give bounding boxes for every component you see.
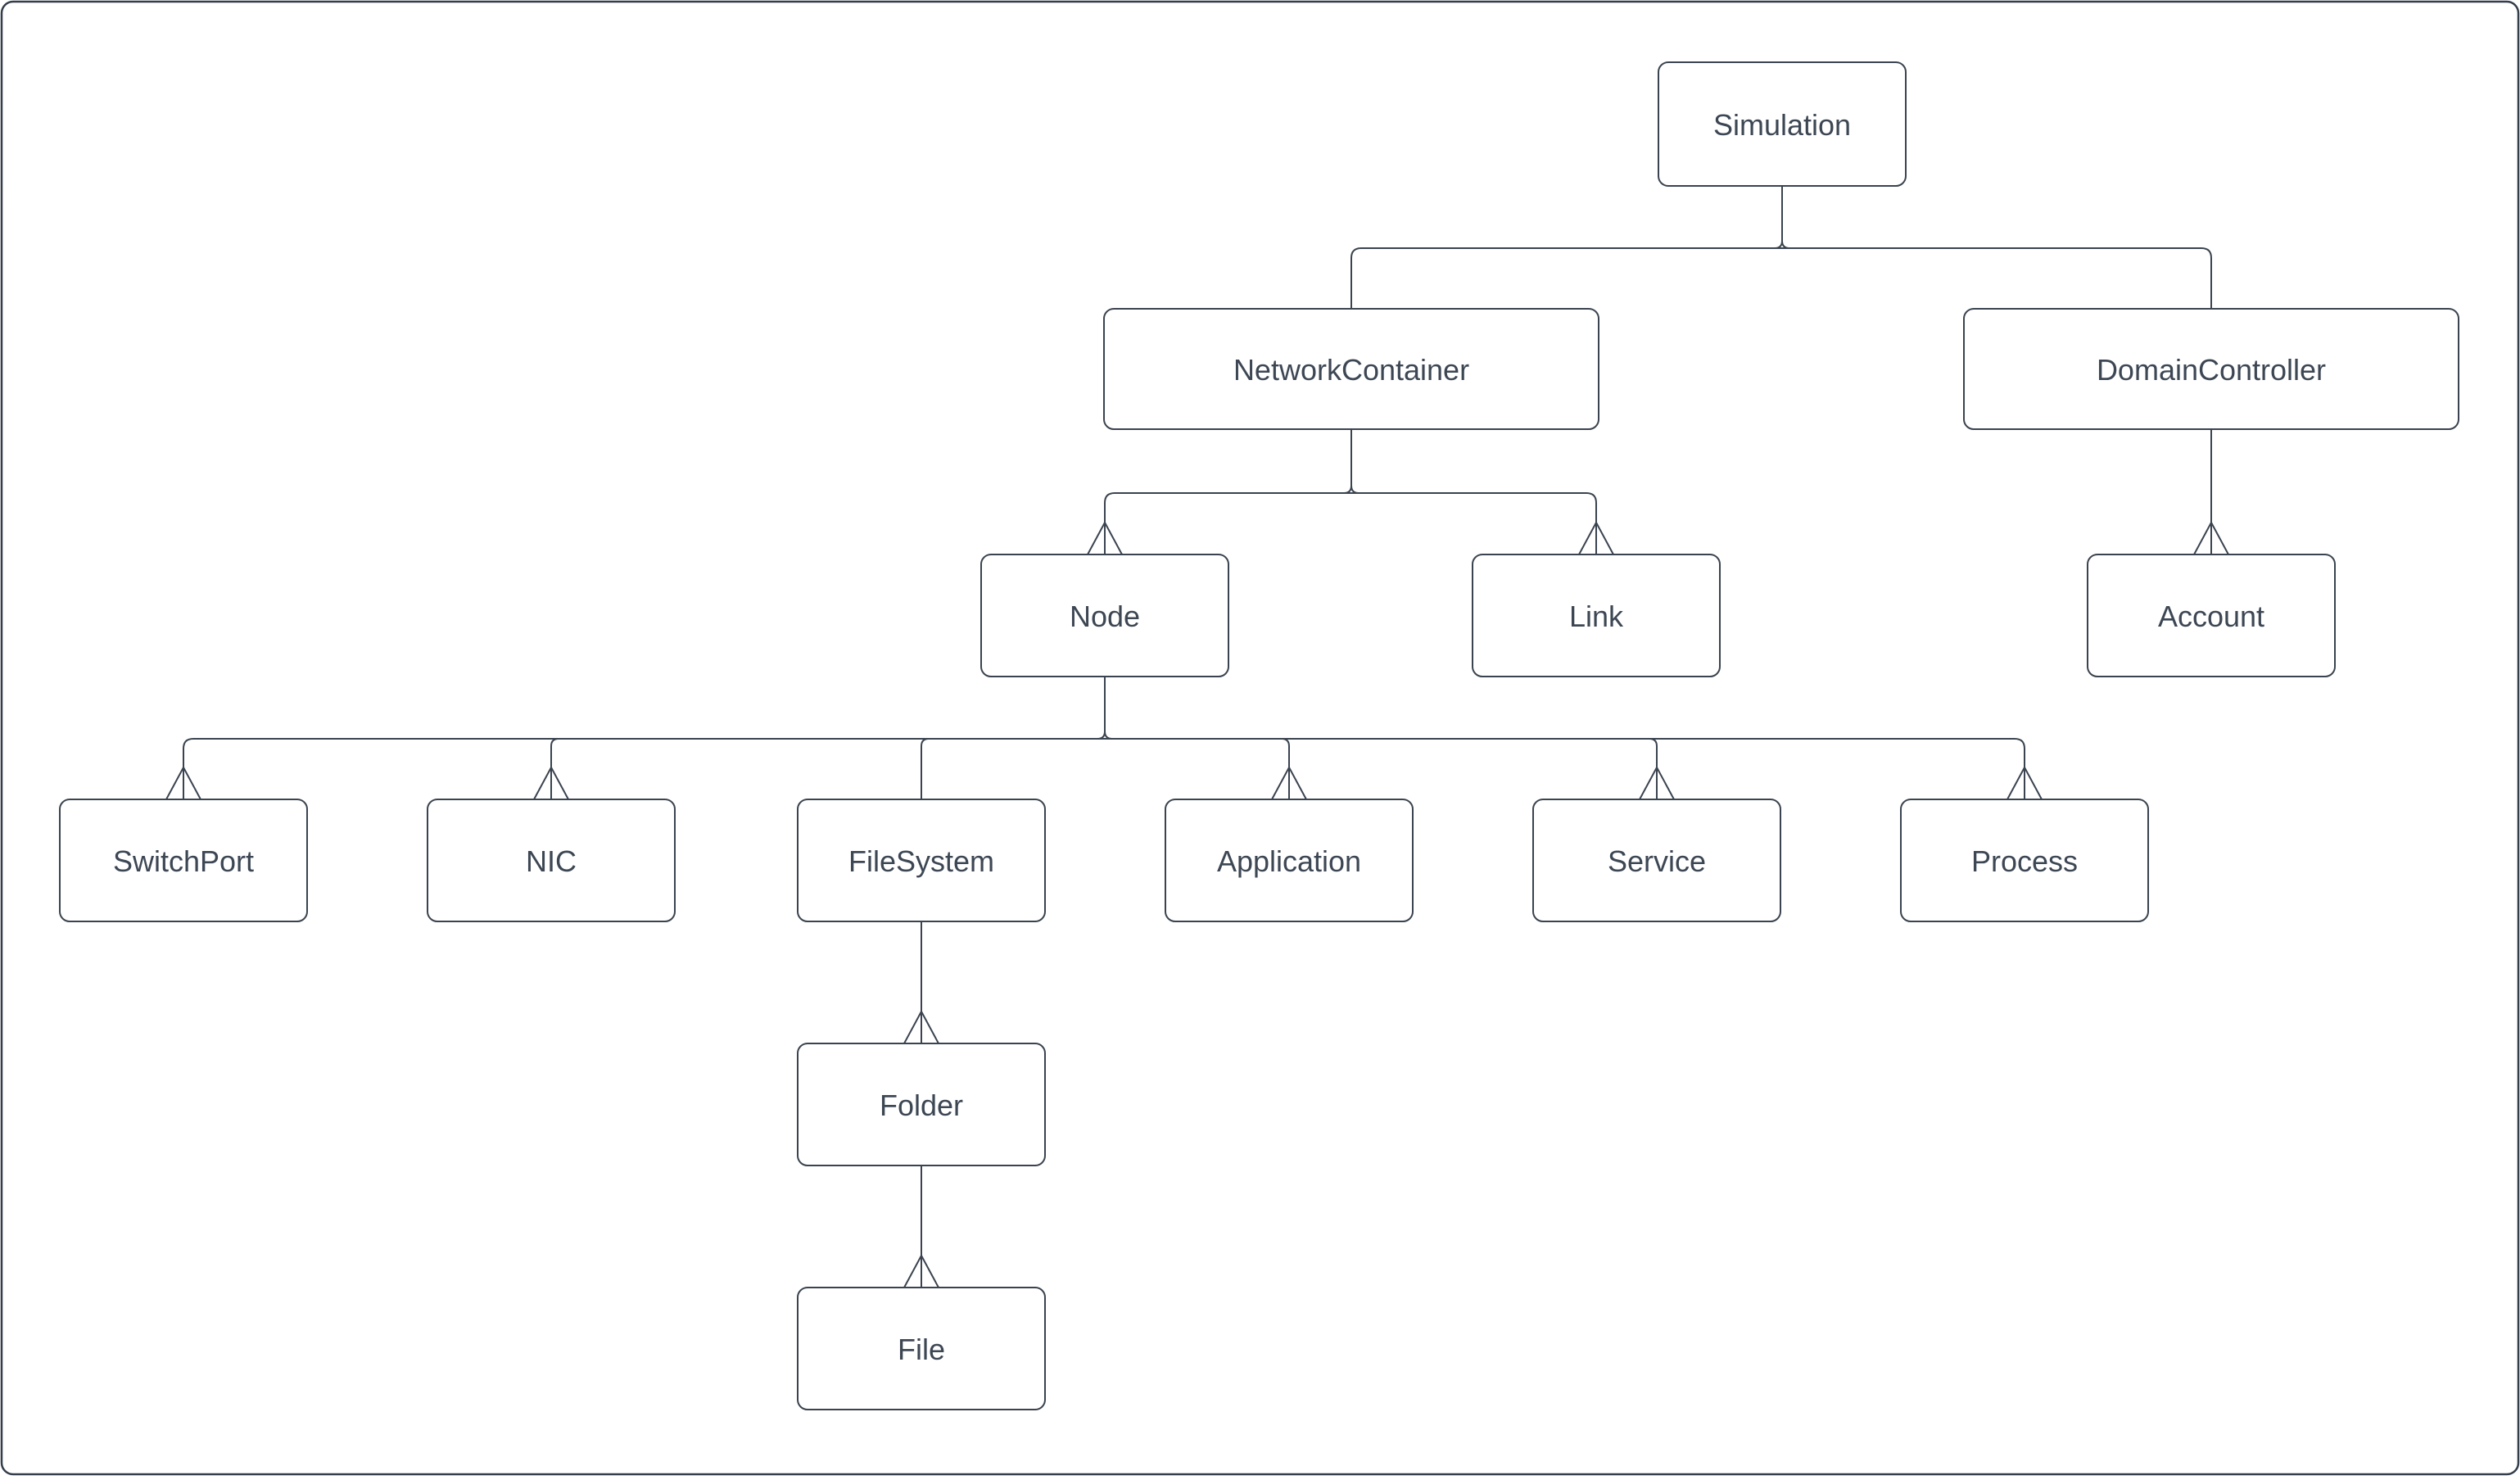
node-group-service: Service xyxy=(1532,799,1781,922)
node-label-file-system: FileSystem xyxy=(848,844,994,878)
node-link[interactable] xyxy=(1472,554,1721,677)
node-label-domain-controller: DomainController xyxy=(2097,353,2326,387)
node-group-nic: NIC xyxy=(427,799,676,922)
node-label-service: Service xyxy=(1608,844,1706,878)
node-simulation[interactable] xyxy=(1658,61,1907,187)
node-domain-controller[interactable] xyxy=(1963,308,2459,430)
open-arrowhead-node xyxy=(1087,520,1123,555)
node-group-link: Link xyxy=(1472,554,1721,677)
node-group-domain-controller: DomainController xyxy=(1963,308,2459,430)
node-group-file-system: FileSystem xyxy=(797,799,1046,922)
node-label-network-container: NetworkContainer xyxy=(1233,353,1469,387)
node-group-simulation: Simulation xyxy=(1658,61,1907,187)
open-arrowhead-nic xyxy=(533,765,569,800)
edge-node-nic xyxy=(550,738,559,799)
node-node[interactable] xyxy=(980,554,1229,677)
node-label-folder: Folder xyxy=(880,1089,963,1122)
node-group-node: Node xyxy=(980,554,1229,677)
node-file-system[interactable] xyxy=(797,799,1046,922)
edge-drop-node xyxy=(1097,677,1113,740)
edge-node-service xyxy=(1649,738,1658,799)
node-group-switch-port: SwitchPort xyxy=(59,799,308,922)
node-network-container[interactable] xyxy=(1103,308,1599,430)
node-label-node: Node xyxy=(1070,600,1140,633)
edge-bus-network-container xyxy=(1104,492,1597,554)
edge-drop-simulation xyxy=(1774,186,1790,249)
node-account[interactable] xyxy=(2087,554,2336,677)
edge-node-application xyxy=(1281,738,1290,799)
node-application[interactable] xyxy=(1165,799,1414,922)
edge-node-file-system xyxy=(921,738,930,799)
node-group-folder: Folder xyxy=(797,1043,1046,1166)
open-arrowhead-file xyxy=(903,1253,939,1288)
node-group-application: Application xyxy=(1165,799,1414,922)
open-arrowhead-link xyxy=(1578,520,1614,555)
open-arrowhead-folder xyxy=(903,1009,939,1044)
open-arrowhead-switch-port xyxy=(165,765,201,800)
node-label-file: File xyxy=(898,1333,945,1366)
open-arrowhead-service xyxy=(1639,765,1675,800)
node-label-switch-port: SwitchPort xyxy=(113,844,254,878)
node-switch-port[interactable] xyxy=(59,799,308,922)
node-group-network-container: NetworkContainer xyxy=(1103,308,1599,430)
node-group-account: Account xyxy=(2087,554,2336,677)
open-arrowhead-application xyxy=(1271,765,1307,800)
node-label-account: Account xyxy=(2158,600,2264,633)
edge-drop-network-container xyxy=(1343,429,1360,494)
node-label-link: Link xyxy=(1569,600,1624,633)
node-group-file: File xyxy=(797,1287,1046,1410)
node-label-process: Process xyxy=(1971,844,2078,878)
edge-bus-node xyxy=(183,738,2025,799)
node-label-simulation: Simulation xyxy=(1713,108,1851,142)
node-process[interactable] xyxy=(1900,799,2149,922)
node-file[interactable] xyxy=(797,1287,1046,1410)
node-label-nic: NIC xyxy=(526,844,577,878)
node-folder[interactable] xyxy=(797,1043,1046,1166)
node-nic[interactable] xyxy=(427,799,676,922)
edge-bus-simulation xyxy=(1350,247,2212,309)
node-group-process: Process xyxy=(1900,799,2149,922)
node-label-application: Application xyxy=(1217,844,1361,878)
open-arrowhead-account xyxy=(2193,520,2229,555)
open-arrowhead-process xyxy=(2006,765,2043,800)
node-service[interactable] xyxy=(1532,799,1781,922)
